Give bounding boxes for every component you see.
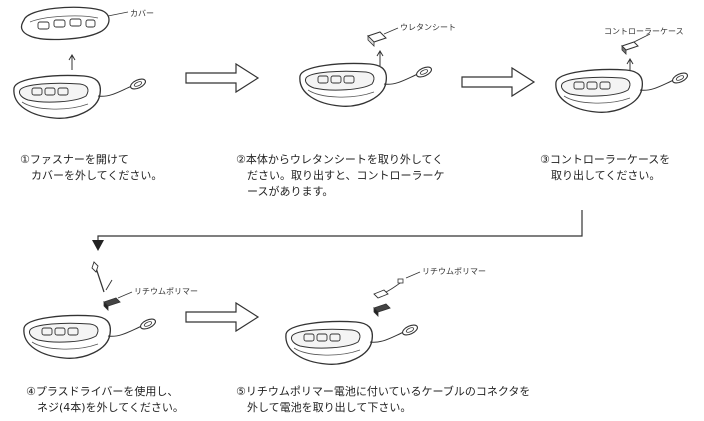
callout-urethane-sheet: ウレタンシート [400, 23, 456, 32]
arrow-right-icon [185, 63, 259, 93]
screwdriver-icon [91, 261, 113, 293]
step-4-text: ④プラスドライバーを使用し、 ネジ(4本)を外してください。 [26, 385, 184, 414]
arrow-right-icon [185, 302, 259, 332]
battery-icon [103, 297, 121, 311]
callout-cover: カバー [130, 9, 154, 18]
flow-arrow-icon [92, 210, 583, 251]
step-3-text: ③コントローラーケースを 取り出してください。 [540, 153, 671, 182]
urethane-sheet-icon [367, 31, 387, 47]
arrow-right-icon [461, 67, 535, 97]
device-icon [299, 62, 434, 107]
device-icon [13, 74, 148, 119]
cover-icon [20, 6, 110, 41]
step-1-text: ①ファスナーを開けて カバーを外してください。 [20, 153, 163, 182]
device-icon [23, 314, 158, 359]
device-icon [555, 68, 690, 113]
controller-case-icon [621, 41, 639, 55]
callout-controller-case: コントローラーケース [604, 27, 684, 36]
battery-icon [373, 278, 404, 317]
callout-battery-step5: リチウムポリマー [422, 267, 486, 276]
device-icon [285, 320, 420, 365]
step-5-text: ⑤リチウムポリマー電池に付いているケーブルのコネクタを 外して電池を取り出して下… [236, 385, 531, 414]
callout-battery-step4: リチウムポリマー [134, 287, 198, 296]
step-2-text: ②本体からウレタンシートを取り外してく ださい。取り出すと、コントローラーケ ー… [236, 153, 445, 198]
